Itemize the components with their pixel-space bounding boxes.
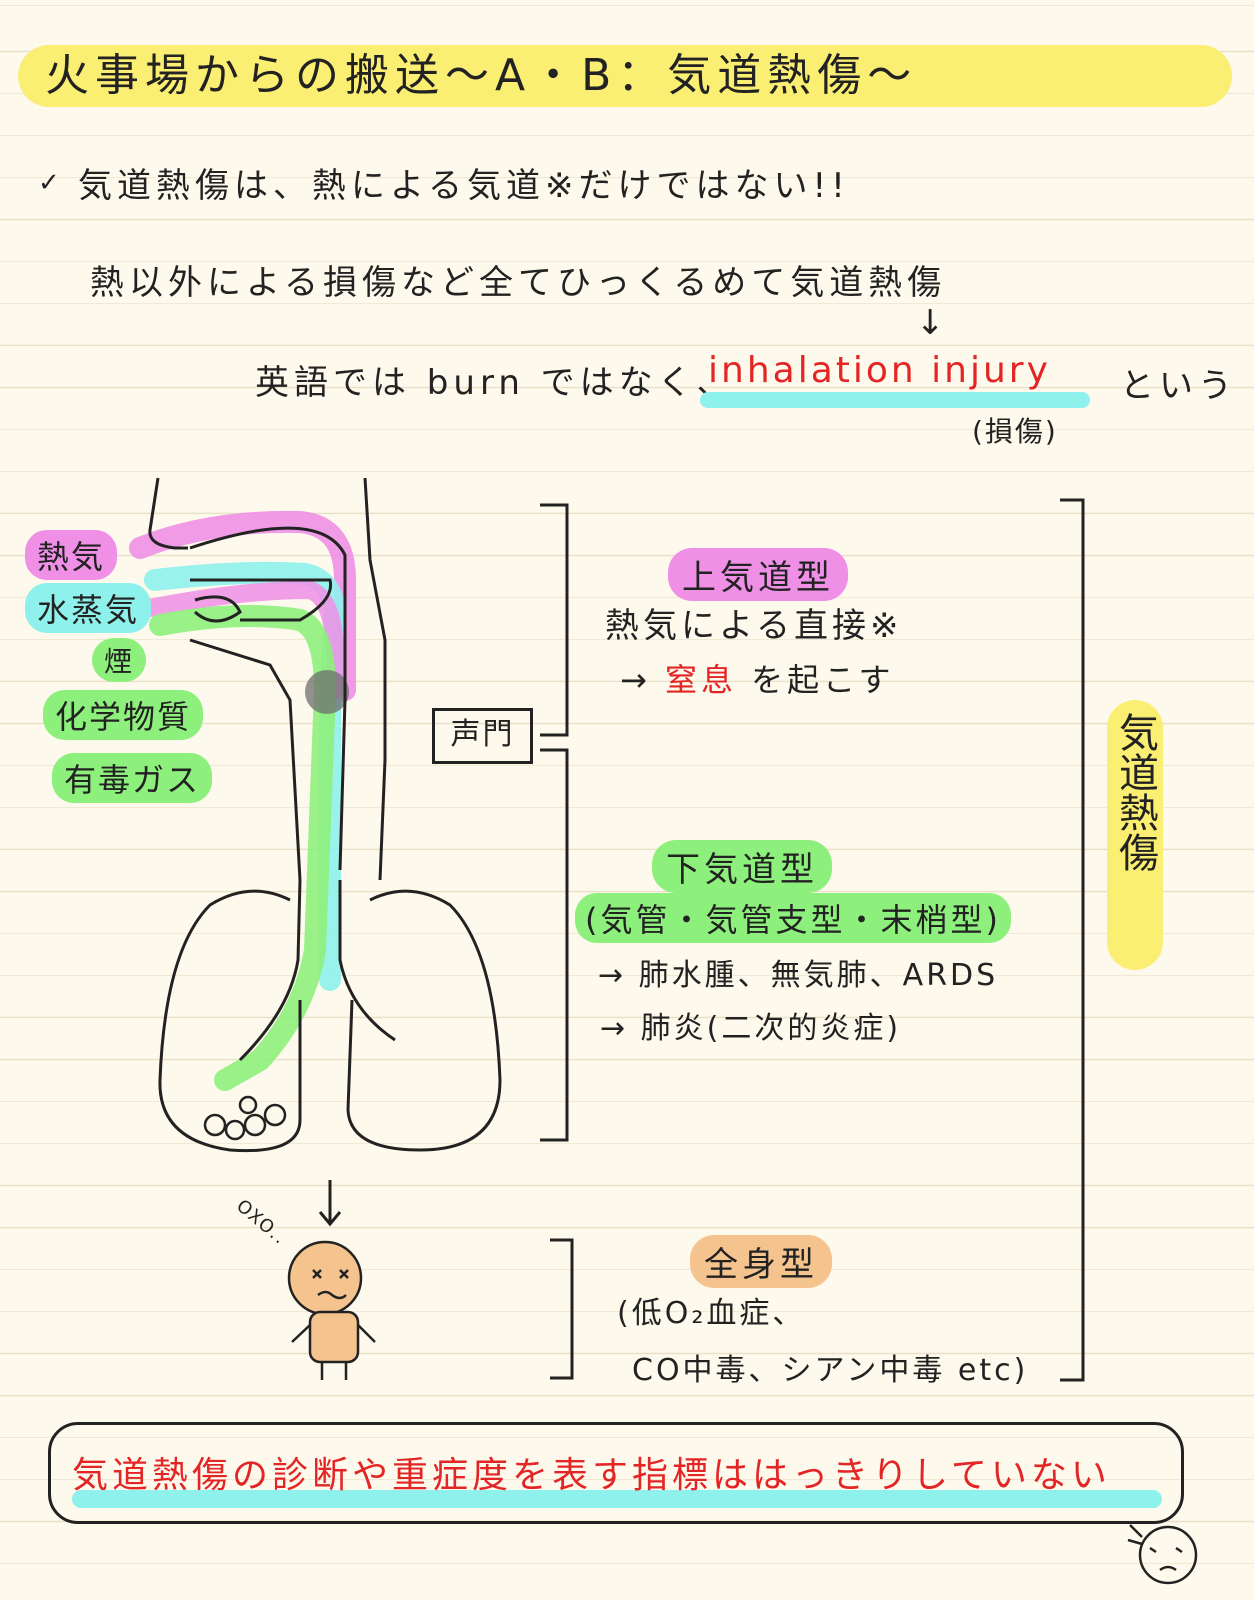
tongue-outline: [193, 595, 242, 623]
intro-line-3-prefix: 英語では burn ではなく、: [255, 363, 736, 403]
bracket-lower: [540, 748, 569, 1142]
lower-airway-line-2: → 肺炎(二次的炎症): [600, 1011, 902, 1046]
worried-face: [1138, 1525, 1198, 1585]
heat-flow-path: [129, 510, 356, 701]
upper-airway-line-1: 熱気による直接※: [605, 606, 903, 646]
bracket-upper: [540, 503, 569, 737]
upper-airway-title: 上気道型: [668, 548, 848, 601]
check-icon: ✓: [38, 168, 60, 198]
bracket-systemic: [550, 1238, 574, 1380]
oral-outline: [190, 578, 333, 622]
systemic-title: 全身型: [690, 1235, 832, 1288]
side-label: 気道熱傷: [1112, 712, 1158, 872]
cause-tag-chemical: 化学物質: [43, 690, 204, 740]
systemic-line-2: CO中毒、シアン中毒 etc): [632, 1353, 1029, 1388]
cause-tag-heat: 熱気: [25, 530, 118, 580]
glottis-label: 声門: [432, 708, 533, 764]
intro-line-3-suffix: という: [1120, 366, 1237, 406]
alveoli: [203, 1095, 287, 1141]
conclusion-highlight: [72, 1490, 1162, 1508]
lower-airway-title: 下気道型: [652, 840, 832, 893]
lower-airway-subtitle: (気管・気管支型・末梢型): [575, 893, 1011, 943]
upper-airway-line-2: → 窒息 を起こす: [620, 655, 895, 701]
trachea-right: [338, 880, 396, 1042]
term-highlight: [700, 392, 1090, 408]
bracket-all: [1060, 498, 1085, 1382]
title-highlight: [18, 45, 1232, 107]
face-outline: [148, 477, 188, 550]
neck-outline: [189, 638, 302, 881]
glottis-mark: [305, 670, 349, 714]
inhalation-injury-term: inhalation injury: [708, 350, 1051, 391]
cause-tag-toxic-gas: 有毒ガス: [52, 753, 213, 803]
intro-line-2: 熱以外による損傷など全てひっくるめて気道熱傷: [90, 263, 947, 303]
arrow-down-icon: ↓: [916, 303, 945, 343]
right-lung: [346, 889, 502, 1152]
term-note: (損傷): [972, 415, 1058, 448]
upper-airway-line-2-rest: を起こす: [751, 661, 895, 699]
trachea-left: [238, 879, 302, 1062]
left-lung: [158, 889, 302, 1153]
cause-tag-smoke: 煙: [92, 638, 147, 682]
cause-tag-steam: 水蒸気: [25, 583, 152, 633]
arrow-right-icon: →: [620, 661, 651, 699]
side-label-highlight: [1107, 700, 1163, 970]
page-title: 火事場からの搬送〜A・B：気道熱傷〜: [45, 50, 918, 101]
systemic-line-1: (低O₂血症、: [617, 1296, 806, 1331]
intro-line-1: 気道熱傷は、熱による気道※だけではない!!: [78, 166, 850, 206]
asphyxia-term: 窒息: [664, 661, 737, 699]
nasal-outline: [189, 526, 347, 871]
lower-airway-line-1: → 肺水腫、無気肺、ARDS: [598, 958, 999, 993]
pharynx-outline: [363, 477, 387, 881]
person-body: [308, 1310, 360, 1364]
conclusion-box: [48, 1422, 1184, 1524]
person-head: [287, 1240, 363, 1316]
conclusion-text: 気道熱傷の診断や重症度を表す指標ははっきりしていない: [72, 1455, 1111, 1496]
